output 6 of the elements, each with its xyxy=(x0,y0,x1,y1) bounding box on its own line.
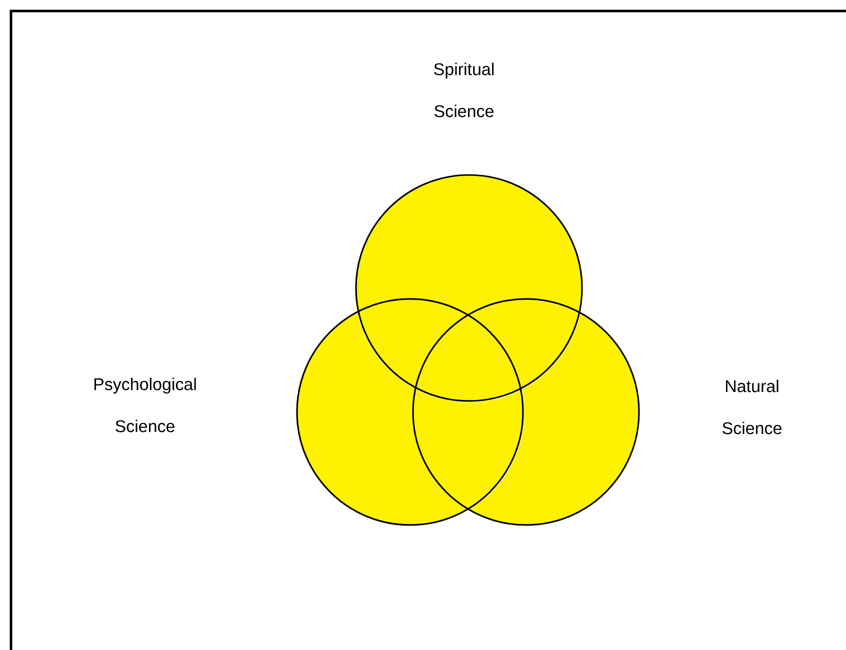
venn-circle xyxy=(296,298,524,526)
venn-circle xyxy=(412,298,640,526)
circle-label: Spiritual Science xyxy=(434,62,494,118)
circle-label: Natural Science xyxy=(722,380,782,434)
venn-circle xyxy=(355,174,583,402)
circle-label: Psychological Science xyxy=(94,378,196,432)
